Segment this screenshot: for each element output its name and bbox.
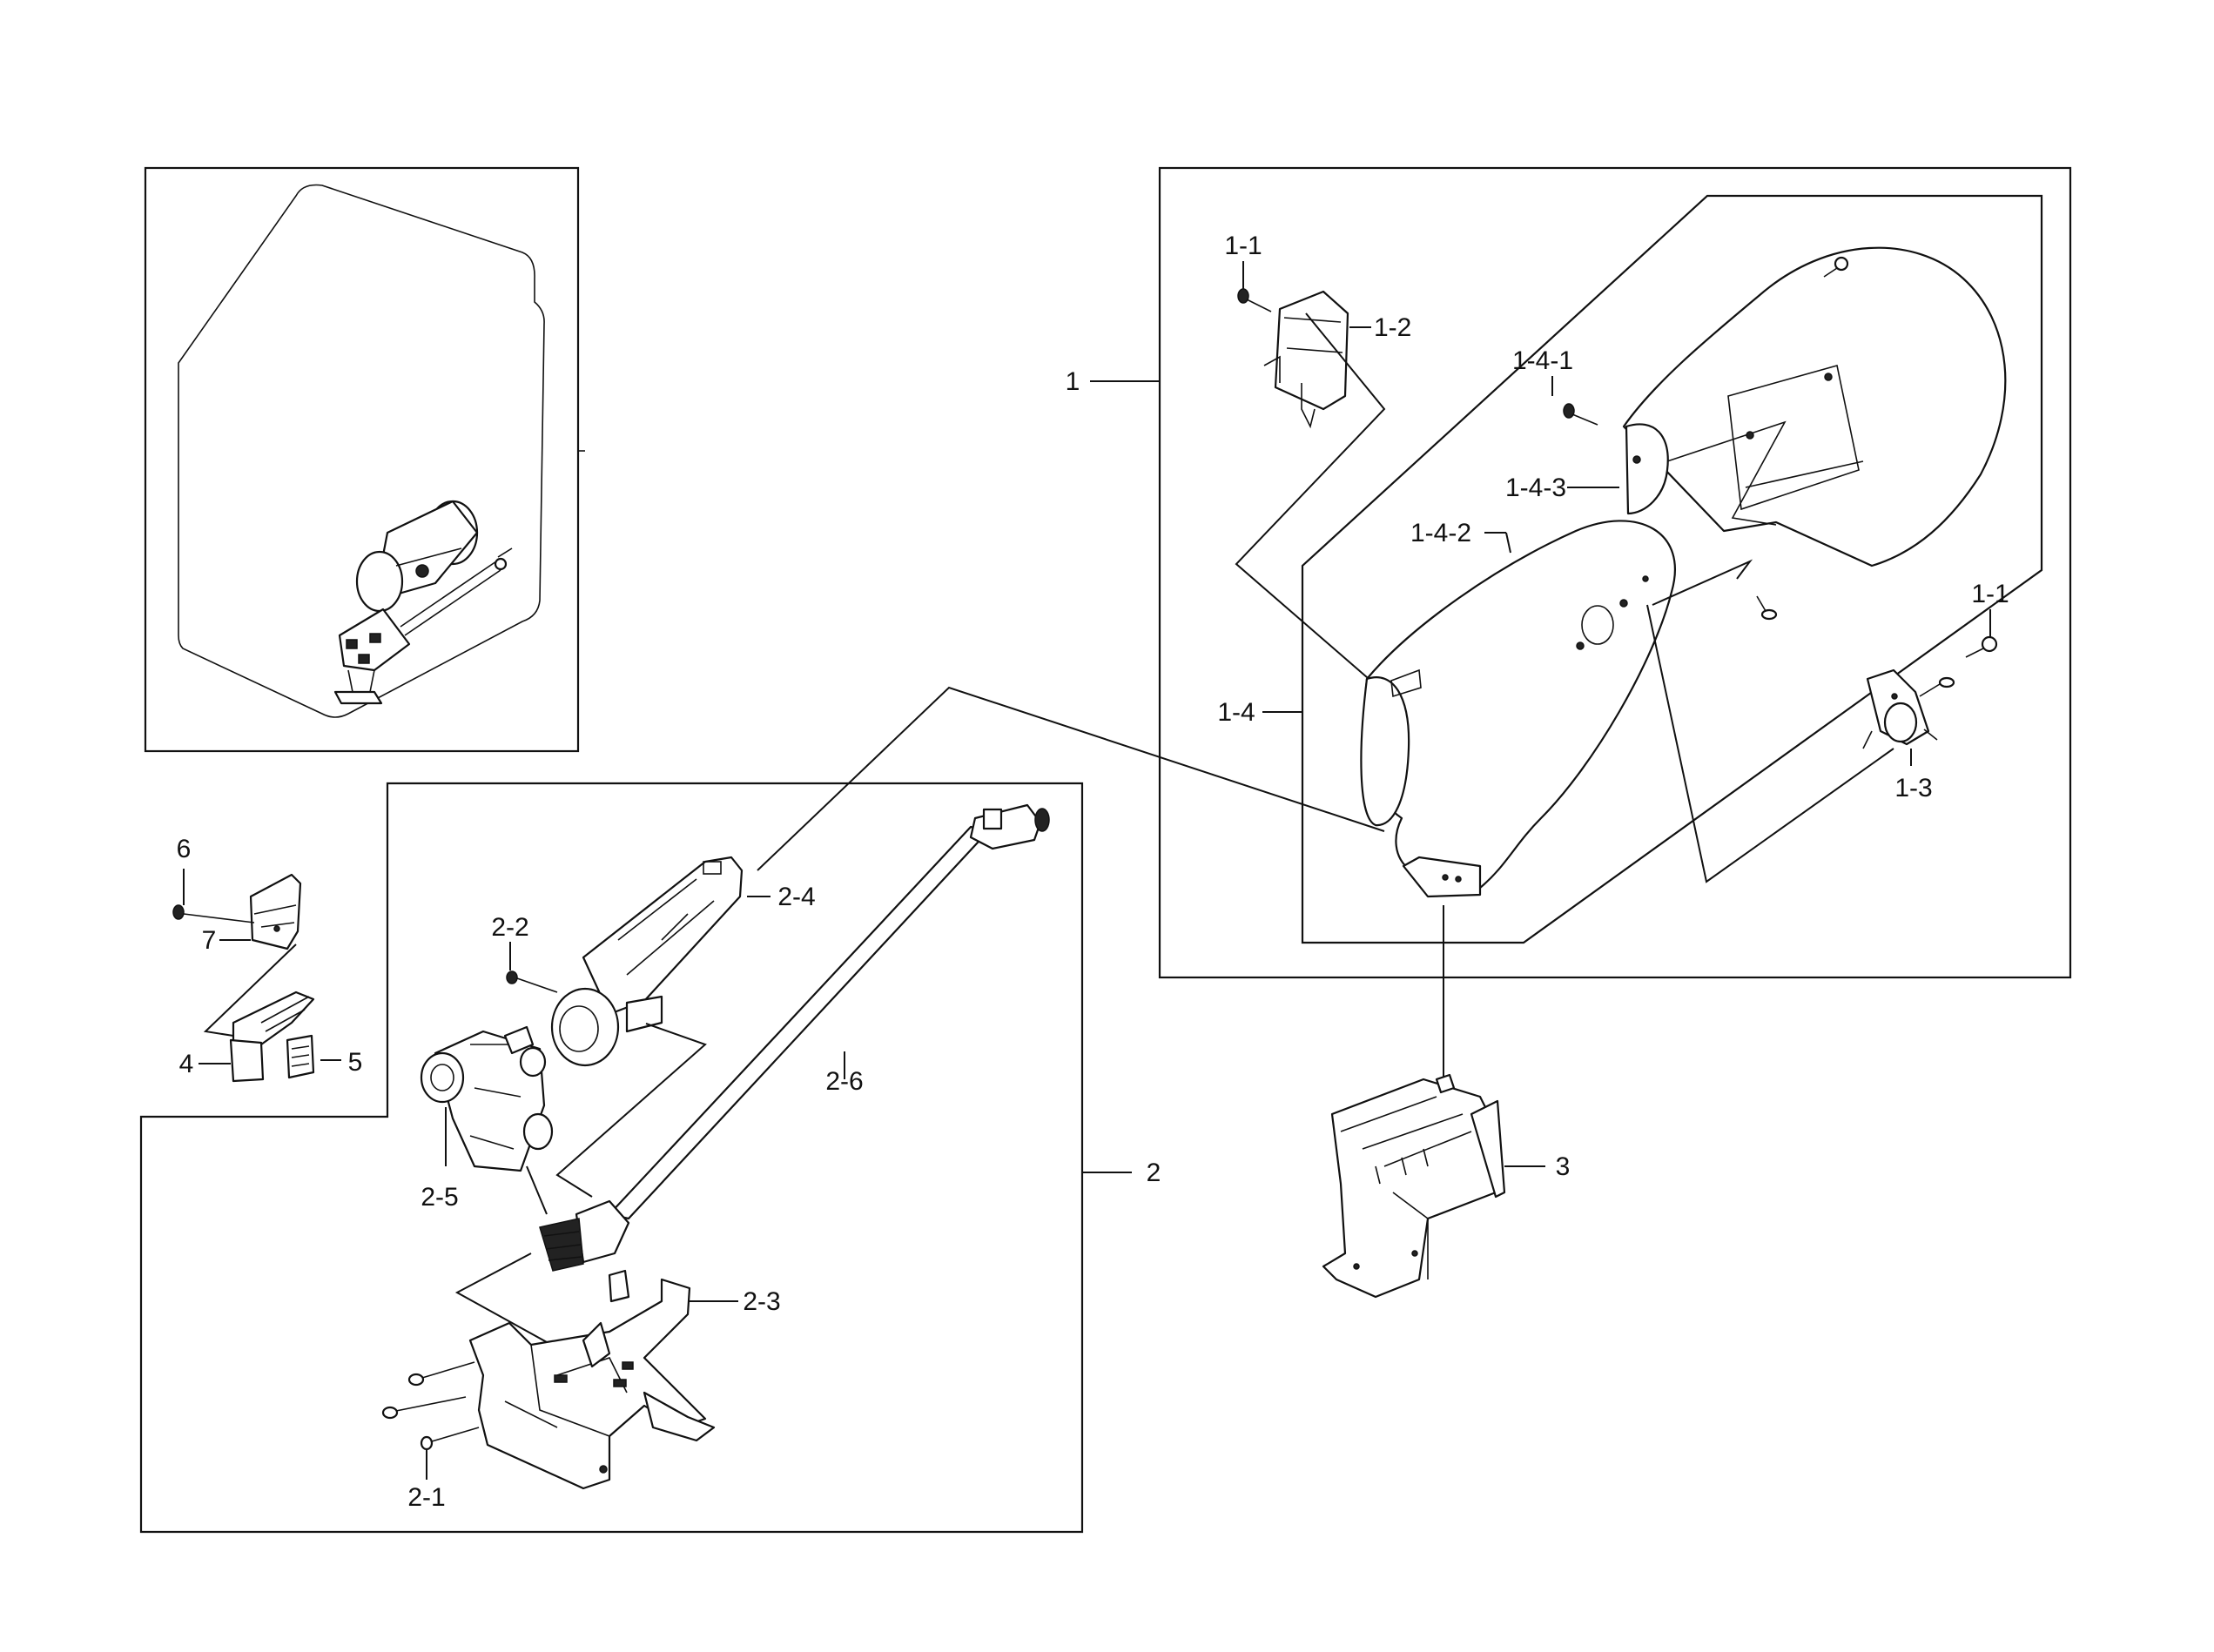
assembly-2 [139, 686, 1385, 1534]
part-6-screw [172, 869, 255, 923]
label-1-1-right: 1-1 [1971, 580, 2009, 608]
part-7-bracket [249, 873, 302, 950]
part-2-2-screw [506, 942, 558, 993]
overview-inset [144, 166, 585, 753]
assembly-1 [1090, 166, 2072, 979]
label-1-4-1: 1-4-1 [1512, 346, 1573, 375]
label-1-3: 1-3 [1894, 774, 1932, 802]
callout-labels: 1 1-1 1-2 1-4-1 1-4-3 1-4-2 1-4 1-1 1-3 … [177, 232, 2009, 1512]
label-1-4-3: 1-4-3 [1505, 473, 1566, 502]
part-1-4-3-duct-upper [1622, 246, 2007, 567]
label-1: 1 [1066, 367, 1080, 396]
label-6: 6 [177, 835, 192, 863]
part-2-1-screws [381, 1361, 480, 1480]
heater-duct-group-frame [1301, 194, 2043, 944]
label-2-2: 2-2 [491, 913, 528, 942]
label-2-6: 2-6 [825, 1067, 863, 1096]
label-5: 5 [348, 1048, 363, 1077]
label-7: 7 [202, 926, 217, 955]
part-1-2-bracket [1235, 290, 1386, 684]
loose-parts-4-7 [172, 869, 341, 1083]
part-5-gasket [286, 1034, 315, 1079]
overview-frame [144, 166, 580, 753]
part-4-igniter [229, 991, 315, 1083]
label-3: 3 [1556, 1152, 1571, 1181]
label-1-4-2: 1-4-2 [1410, 519, 1471, 547]
assembly-1-frame [1158, 166, 2072, 979]
label-1-4: 1-4 [1217, 698, 1255, 727]
label-2-5: 2-5 [421, 1183, 458, 1212]
label-2-4: 2-4 [777, 883, 815, 911]
dryer-cabinet-outline [178, 184, 545, 718]
overview-burner-assembly [333, 500, 513, 705]
part-1-4-2-duct-lower [1360, 520, 1676, 898]
part-1-1-screw-right [1965, 609, 1998, 658]
part-1-1-screw-top [1237, 261, 1272, 312]
label-2: 2 [1147, 1158, 1161, 1187]
label-1-2: 1-2 [1374, 313, 1411, 342]
part-1-3-bracket [1862, 668, 1955, 749]
label-1-1-top: 1-1 [1224, 232, 1262, 260]
part-2-4-burner-tube [550, 856, 744, 1067]
label-2-3: 2-3 [743, 1287, 780, 1316]
part-2-5-gas-valve [420, 1025, 554, 1172]
assembly-2-frame [139, 782, 1084, 1534]
label-4: 4 [179, 1050, 194, 1078]
part-1-4-1-screws [1551, 256, 1849, 621]
part-2-3-mounting-bracket [468, 1269, 716, 1490]
part-3-bracket [1322, 905, 1545, 1299]
label-2-1: 2-1 [407, 1483, 445, 1512]
part-2-6-gas-pipe [539, 803, 1050, 1272]
